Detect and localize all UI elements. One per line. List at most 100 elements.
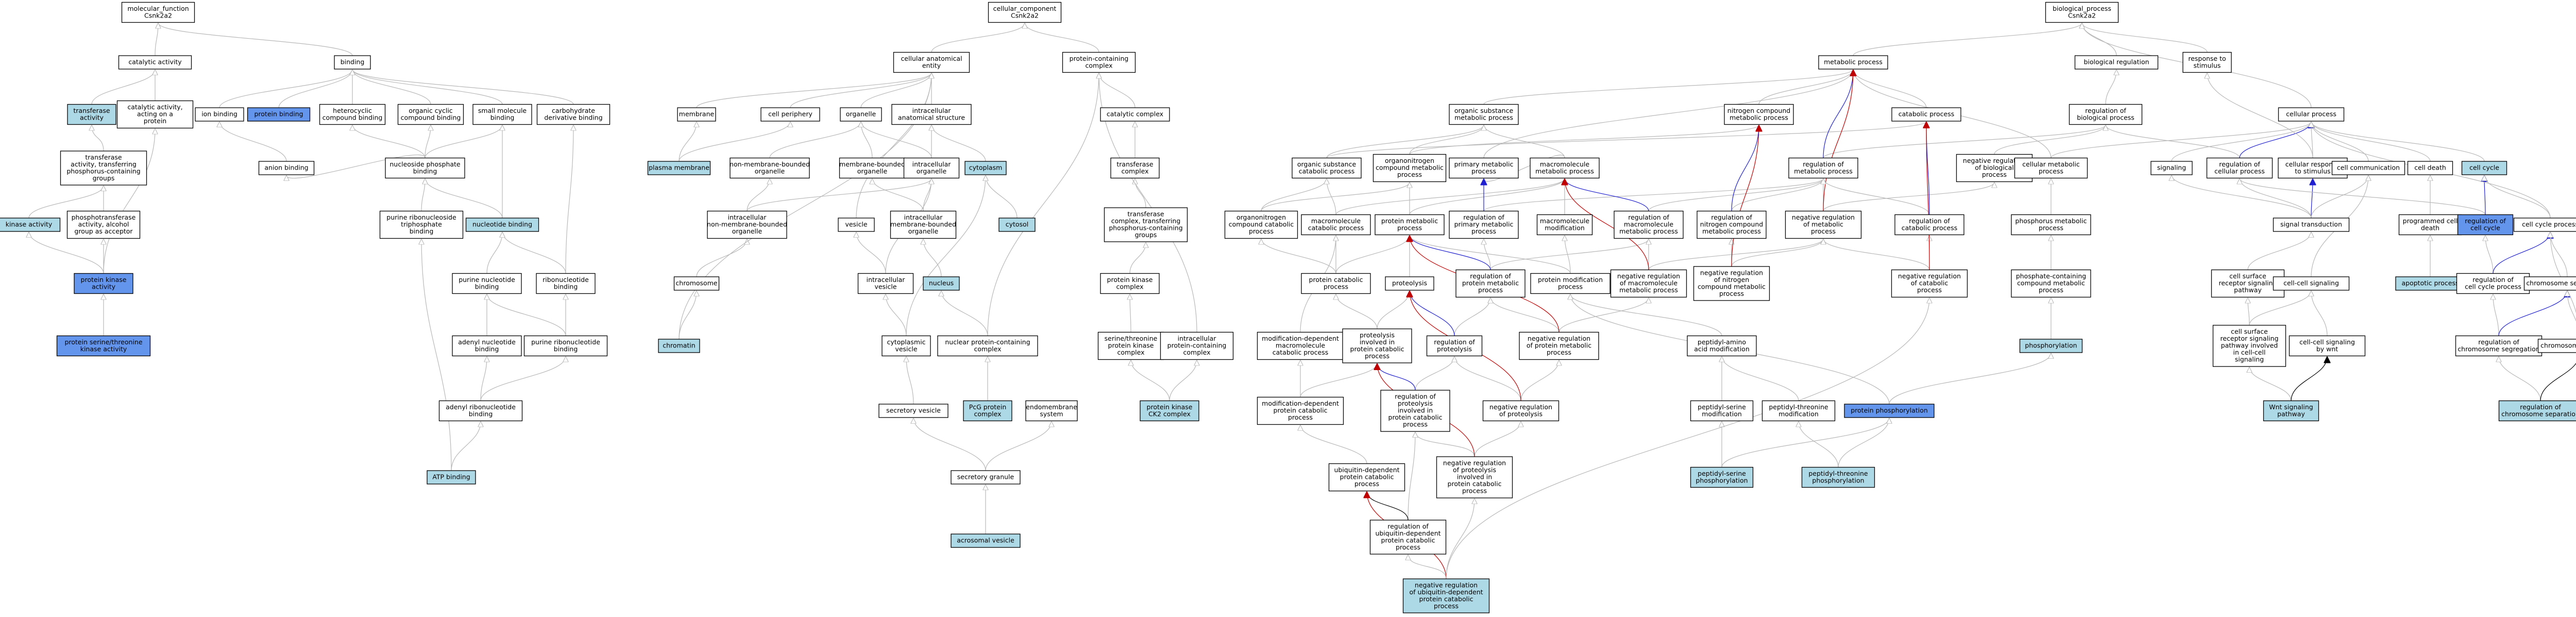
go-term-node[interactable]: cytoplasm [964, 161, 1007, 175]
go-term-node[interactable]: proteolysis [1385, 276, 1434, 291]
go-term-node[interactable]: binding [334, 55, 371, 70]
go-term-node[interactable]: chromosome segregation [2523, 276, 2576, 291]
go-term-node[interactable]: nucleotide binding [465, 218, 539, 232]
go-term-node[interactable]: secretory granule [951, 470, 1021, 485]
go-term-node[interactable]: protein binding [247, 107, 311, 122]
go-term-node[interactable]: cellular process [2278, 107, 2345, 122]
go-term-node[interactable]: cell-cell signaling [2273, 276, 2350, 291]
go-term-node[interactable]: ATP binding [427, 470, 476, 485]
go-term-node[interactable]: apoptotic process [2395, 276, 2465, 291]
go-term-node[interactable]: cell communication [2331, 161, 2405, 175]
go-term-node[interactable]: cell cycle process [2513, 218, 2576, 232]
go-term-node[interactable]: signal transduction [2273, 218, 2350, 232]
go-term-node[interactable]: signaling [2150, 161, 2193, 175]
go-term-node[interactable]: cell periphery [760, 107, 820, 122]
go-term-node[interactable]: chromatin [658, 339, 700, 353]
go-term-node[interactable]: metabolic process [1818, 55, 1888, 70]
go-term-node[interactable]: catalytic complex [1100, 107, 1170, 122]
go-term-node[interactable]: protein phosphorylation [1844, 404, 1935, 418]
go-term-node[interactable]: biological regulation [2074, 55, 2159, 70]
go-term-node[interactable]: nucleus [923, 276, 960, 291]
go-term-node[interactable]: chromosome separation [2537, 339, 2576, 353]
go-term-node[interactable]: phosphorylation [2019, 339, 2083, 353]
go-term-node[interactable]: vesicle [838, 218, 875, 232]
go-term-node[interactable]: plasma membrane [647, 161, 711, 175]
go-term-node[interactable]: organelle [840, 107, 882, 122]
go-term-node[interactable]: cell cycle [2461, 161, 2507, 175]
go-term-node[interactable]: cell death [2407, 161, 2453, 175]
